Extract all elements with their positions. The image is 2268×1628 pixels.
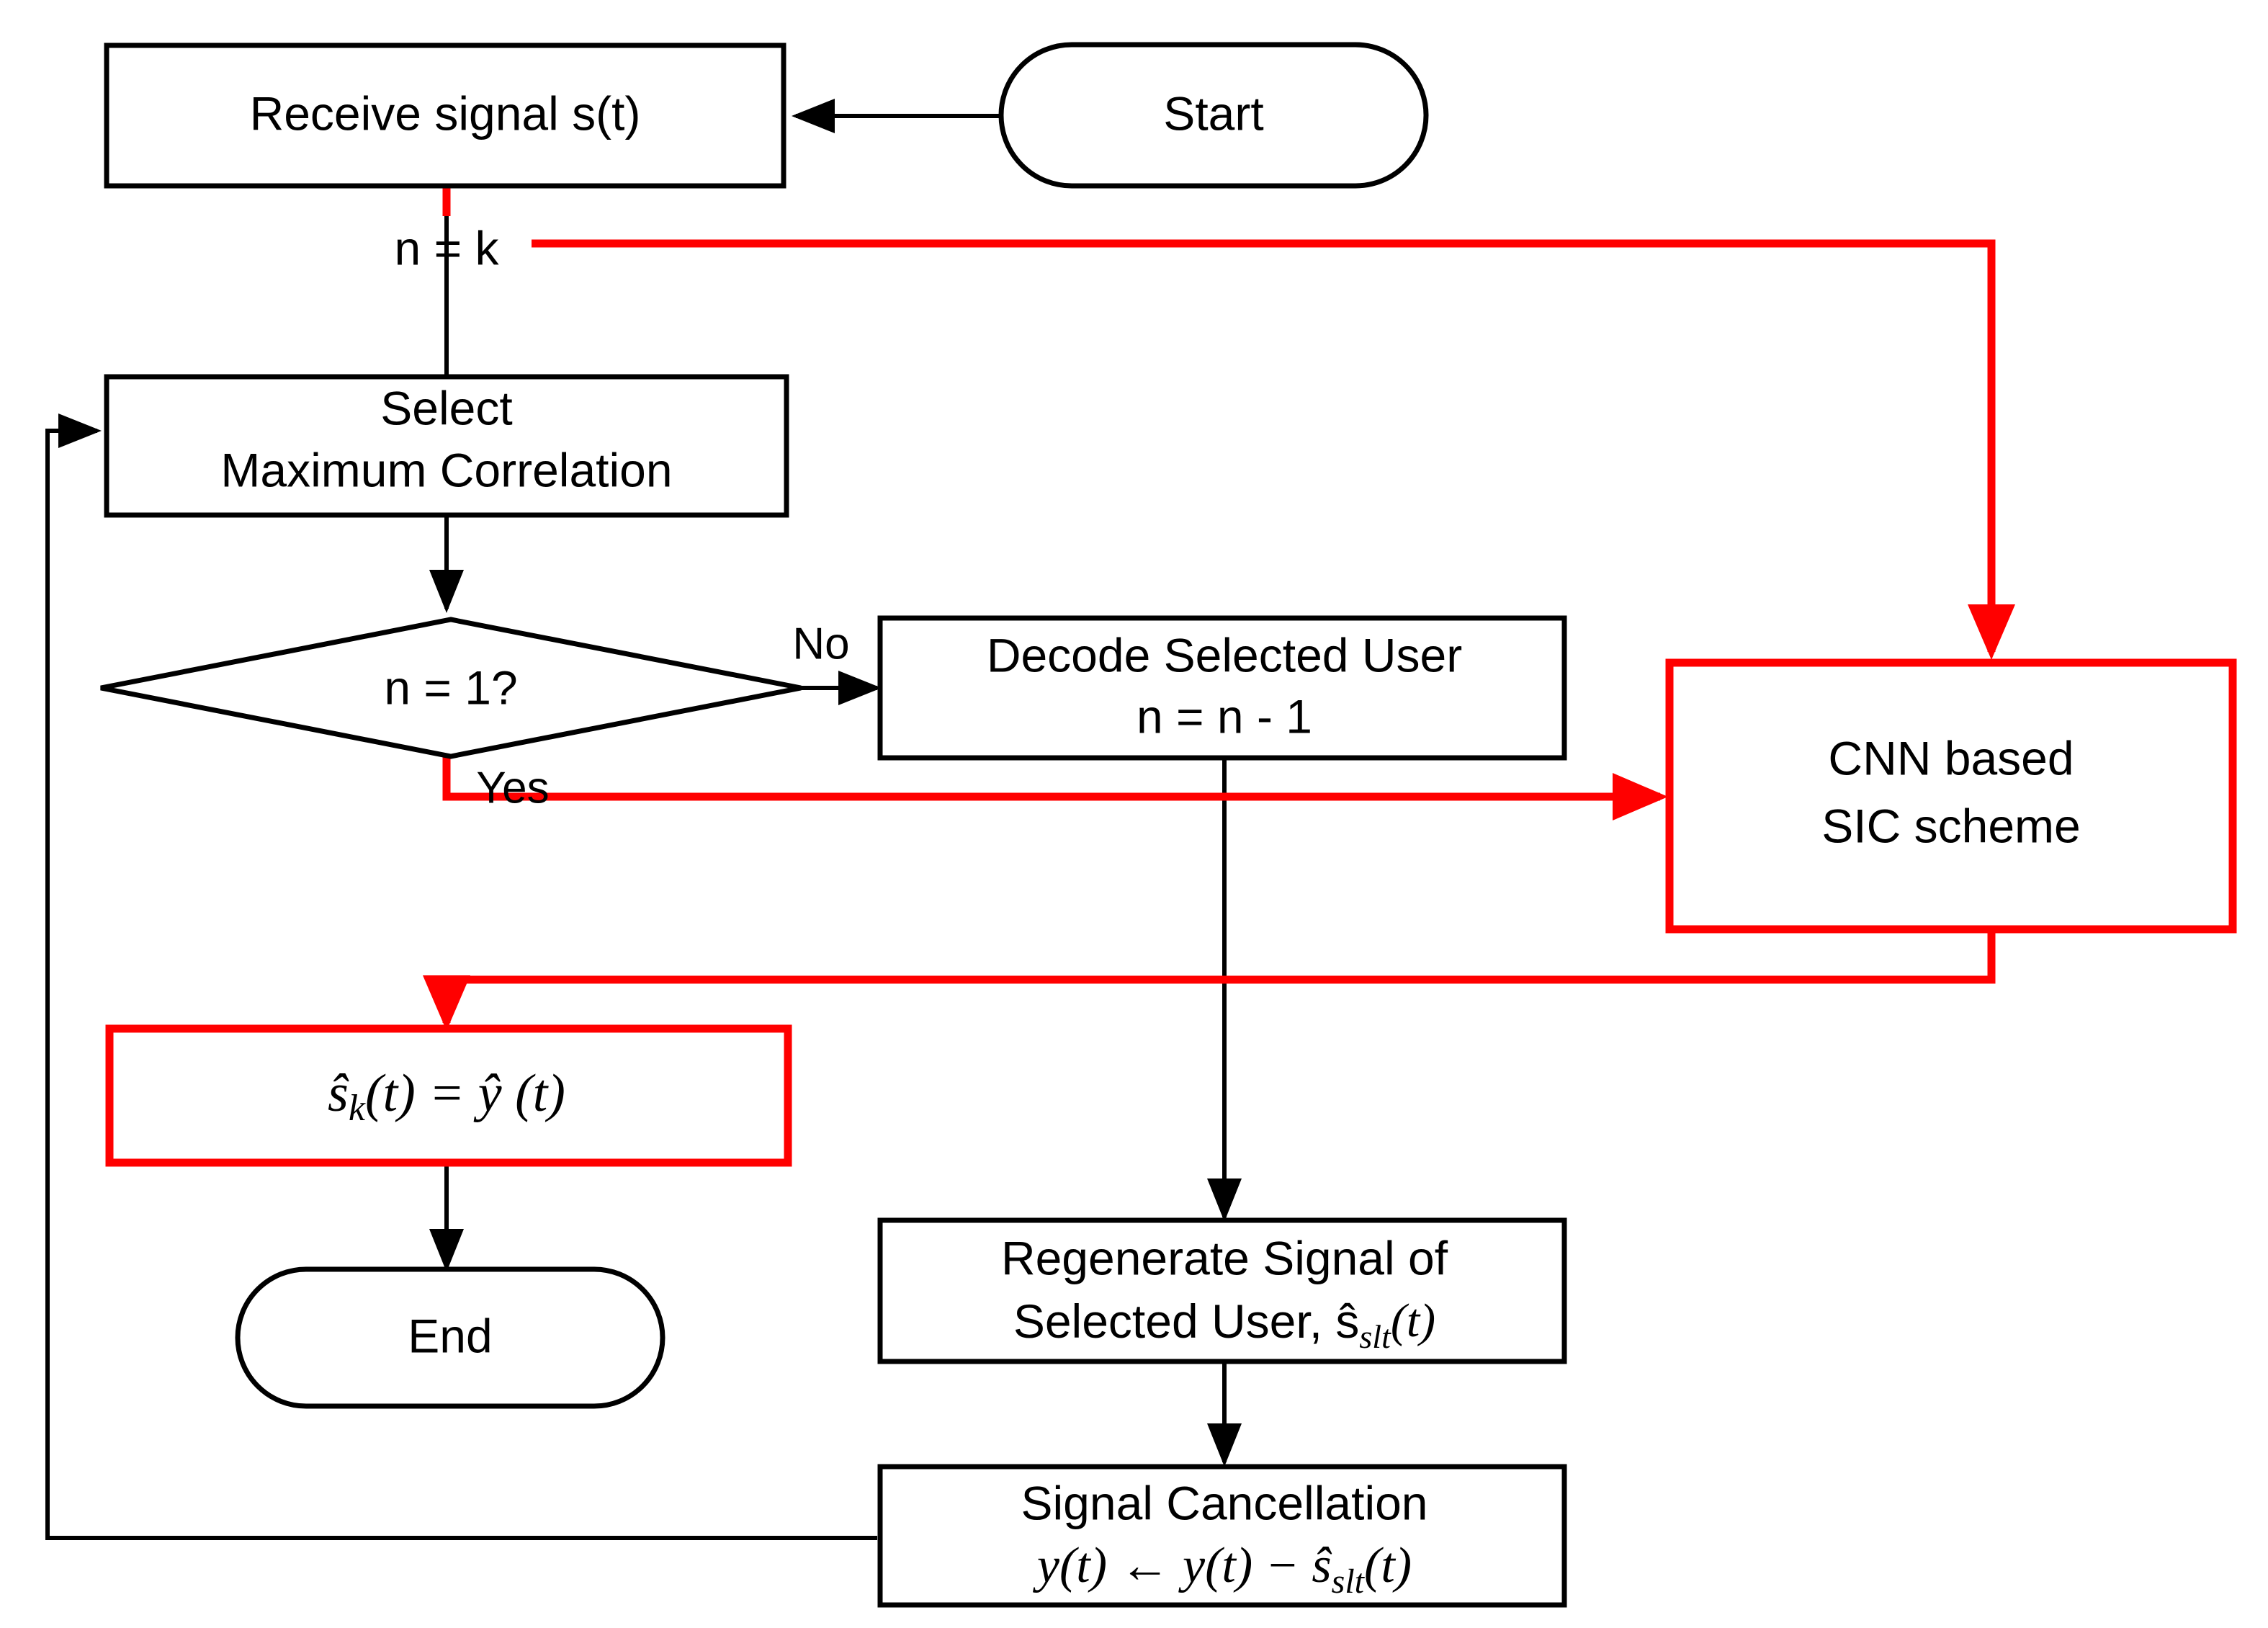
node-decode-label-line2: n = n - 1 bbox=[1137, 689, 1312, 743]
cancellation-expr-a: y(t) ← y(t) − ŝ bbox=[1033, 1538, 1332, 1593]
cancellation-expr-b: (t) bbox=[1364, 1538, 1412, 1593]
node-cnn-label-line1: CNN based bbox=[1828, 731, 2074, 784]
connector-yes-to-cnn-red bbox=[442, 756, 1668, 820]
node-regenerate-label-line1: Regenerate Signal of bbox=[1001, 1231, 1448, 1284]
node-end-label: End bbox=[408, 1309, 492, 1362]
estimate-subscript-k: k bbox=[349, 1088, 366, 1129]
node-decode-selected-user[interactable]: Decode Selected User n = n - 1 bbox=[877, 615, 1567, 761]
node-start[interactable]: Start bbox=[998, 42, 1429, 189]
edge-label-init: n = k bbox=[395, 221, 500, 274]
connector-init-to-cnn-red bbox=[442, 186, 2015, 660]
node-receive-signal-label: Receive signal s(t) bbox=[250, 86, 641, 140]
regenerate-line2-suffix: (t) bbox=[1391, 1294, 1435, 1347]
connector-cancellation-to-select-loop bbox=[45, 413, 877, 1540]
node-cancellation-label-line2: y(t) ← y(t) − ŝslt(t) bbox=[1033, 1538, 1412, 1601]
node-decision-label: n = 1? bbox=[384, 661, 517, 714]
connector-cnn-to-estimate-red bbox=[423, 929, 1996, 1031]
node-cnn-sic-scheme[interactable]: CNN based SIC scheme bbox=[1665, 658, 2237, 934]
regenerate-subscript-slt: slt bbox=[1359, 1318, 1391, 1355]
cancellation-subscript-slt: slt bbox=[1332, 1562, 1366, 1601]
estimate-s-hat: ŝ bbox=[328, 1064, 349, 1123]
regenerate-line2-prefix: Selected User, ŝ bbox=[1013, 1294, 1360, 1348]
node-select-label-line2: Maximum Correlation bbox=[220, 443, 672, 496]
edge-label-yes-text: Yes bbox=[476, 763, 549, 813]
node-cancellation-label-line1: Signal Cancellation bbox=[1021, 1476, 1427, 1529]
edge-label-no-text: No bbox=[792, 619, 849, 668]
edge-label-init-text: n = k bbox=[395, 221, 500, 274]
node-regenerate-signal[interactable]: Regenerate Signal of Selected User, ŝslt… bbox=[877, 1217, 1567, 1364]
edge-label-no: No bbox=[792, 619, 849, 668]
node-estimate-formula[interactable]: ŝk(t) = ŷ (t) bbox=[105, 1024, 792, 1167]
node-receive-signal[interactable]: Receive signal s(t) bbox=[104, 43, 786, 189]
estimate-rest: (t) = ŷ (t) bbox=[365, 1064, 565, 1123]
node-start-label: Start bbox=[1163, 86, 1263, 140]
node-regenerate-label-line2: Selected User, ŝslt(t) bbox=[1013, 1294, 1435, 1354]
node-estimate-formula-text: ŝk(t) = ŷ (t) bbox=[328, 1064, 565, 1129]
node-signal-cancellation[interactable]: Signal Cancellation y(t) ← y(t) − ŝslt(t… bbox=[877, 1464, 1567, 1608]
node-cnn-label-line2: SIC scheme bbox=[1821, 799, 2080, 852]
node-decode-label-line1: Decode Selected User bbox=[987, 628, 1462, 681]
node-select-label-line1: Select bbox=[380, 381, 512, 434]
edge-label-yes: Yes bbox=[476, 763, 549, 813]
node-end[interactable]: End bbox=[235, 1266, 665, 1409]
node-select-max-correlation[interactable]: Select Maximum Correlation bbox=[104, 374, 789, 518]
node-decision-n-equals-1[interactable]: n = 1? bbox=[100, 617, 802, 759]
